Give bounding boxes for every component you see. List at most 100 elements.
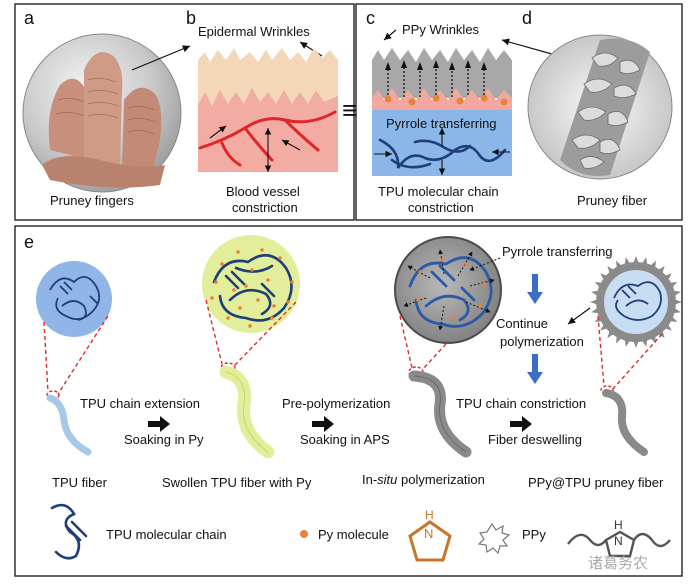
pyrrole-transfer-pointer [469,257,501,271]
blue-down-arrow-2 [527,354,543,384]
blue-down-arrow-1 [527,274,543,304]
finger-to-skin-arrow [131,45,191,71]
ppy-spike [590,298,599,306]
ppy-spike [632,339,640,348]
legend-py-label: Py molecule [318,527,389,542]
label-d: d [522,8,532,28]
tpu-chain-label-1: TPU molecular chain [378,184,499,199]
top-left-frame [14,3,355,221]
ppy-spike [663,323,672,331]
ppy-chain-icon: H N [567,518,671,558]
svg-text:N: N [614,534,623,548]
final-chains [613,281,662,321]
tpu-fiber-label: TPU fiber [52,475,108,490]
blood-vessel-label-2: constriction [232,200,298,215]
svg-text:N: N [424,526,433,541]
zoom-line-2b [233,301,297,367]
fiber-deswelling-label: Fiber deswelling [488,432,582,447]
epidermal-wrinkles-label: Epidermal Wrinkles [198,24,310,39]
soaking-py-label: Soaking in Py [124,432,204,447]
label-a: a [24,8,35,28]
tpu-chain-label-2: constriction [408,200,474,215]
ppy-spike [673,298,682,306]
pyrrole-transferring-label: Pyrrole transferring [502,244,613,259]
ppy-spike [672,290,681,297]
legend-tpu-chain-icon [50,503,88,560]
final-fiber-label: PPy@TPU pruney fiber [528,475,664,490]
ppy-spike [591,307,600,314]
pruney-fiber-label: Pruney fiber [577,193,648,208]
ppy-spike [668,315,678,322]
ppy-spike [657,329,665,338]
ppy-spike [616,334,623,344]
top-right-frame [355,3,683,221]
step-arrow-2 [312,416,334,432]
label-e: e [24,232,34,252]
zoom-line-4a [597,315,605,387]
label-c: c [366,8,375,28]
step-arrow-3 [510,416,532,432]
ppy-spike [657,266,665,275]
legend-tpu-chain-label: TPU molecular chain [106,527,227,542]
ppy-spike [594,282,604,289]
ppy-spike [600,323,609,331]
ppy-spike [641,257,648,266]
zoom-line-4b [611,333,663,391]
ppy-spike [600,273,609,281]
zoom-line-3a [399,315,413,369]
panel-e-frame [14,225,683,577]
tpu-fiber [46,394,92,456]
ppy-spike [649,260,656,270]
swollen-label: Swollen TPU fiber with Py [162,475,312,490]
equivalence-symbol: ≡ [342,95,357,125]
zoom-line-1b [57,315,109,395]
blood-vessel-label-1: Blood vessel [226,184,300,199]
insitu-chains [408,256,493,328]
tpu-zoom-circle [36,261,112,337]
py-dots-swollen [210,248,294,328]
ppy-spike [591,290,600,297]
legend-py-dot [300,530,308,538]
zoom-line-2a [205,299,223,365]
continue-label-2: polymerization [500,334,584,349]
ppy-spike [641,338,648,347]
swollen-chains [212,254,293,322]
pyrrole-ring-icon: N H [408,508,452,562]
ppy-spike [624,257,631,266]
pruney-fingers-label: Pruney fingers [50,193,134,208]
swollen-fiber [219,365,275,459]
zoom-spot-2 [220,362,236,374]
pyrrole-transferring-c-label: Pyrrole transferring [386,116,497,131]
ppy-spike [672,307,681,314]
tpu-chain-extension-label: TPU chain extension [80,396,200,411]
ppy-spike [624,338,631,347]
ppy-spike [663,273,672,281]
svg-text:H: H [425,508,434,522]
skin-section [198,48,338,172]
ppy-wrinkles-arrow [383,29,397,41]
final-zoom-circle [604,270,668,334]
ppy-spike [632,256,640,265]
label-b: b [186,8,196,28]
ppy-section [372,48,512,176]
ppy-spike [668,282,678,289]
tpu-zoom-chains [49,276,101,321]
step-arrow-1 [148,416,170,432]
tpu-chain-constriction-label: TPU chain constriction [456,396,586,411]
pre-polymerization-label: Pre-polymerization [282,396,390,411]
ppy-spike-icon [477,522,511,555]
zoom-line-1a [43,321,49,393]
final-fiber [602,389,648,456]
ppy-wrinkles-label: PPy Wrinkles [402,22,480,37]
fiber-texture [560,38,650,176]
zoom-line-3b [421,343,447,371]
ppy-spike [607,266,615,275]
svg-text:H: H [614,518,623,532]
fingers-illustration [42,52,165,188]
insitu-label: In-situ polymerization [362,472,485,487]
soaking-aps-label: Soaking in APS [300,432,390,447]
ppy-spike [649,334,656,344]
legend-ppy-label: PPy [522,527,546,542]
ppy-spike [607,329,615,338]
